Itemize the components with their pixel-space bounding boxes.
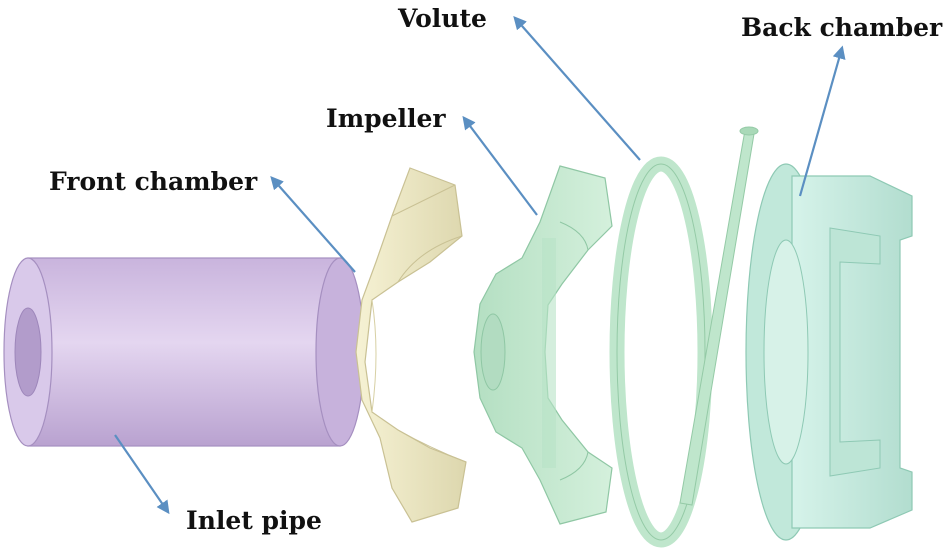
arrow-inlet-pipe [114, 434, 170, 515]
back-chamber [745, 163, 913, 541]
arrow-front-chamber [270, 176, 356, 273]
impeller [473, 165, 613, 525]
arrow-impeller [462, 115, 538, 216]
label-back-chamber: Back chamber [741, 13, 943, 42]
front-chamber [355, 167, 467, 523]
label-inlet-pipe: Inlet pipe [186, 506, 322, 535]
label-front-chamber: Front chamber [49, 167, 258, 196]
arrow-back-chamber [798, 45, 846, 197]
volute [609, 126, 759, 548]
inlet-pipe [3, 257, 365, 447]
label-impeller: Impeller [326, 104, 446, 133]
leader-arrows [114, 16, 846, 515]
label-volute: Volute [398, 4, 487, 33]
arrow-volute [513, 16, 641, 161]
